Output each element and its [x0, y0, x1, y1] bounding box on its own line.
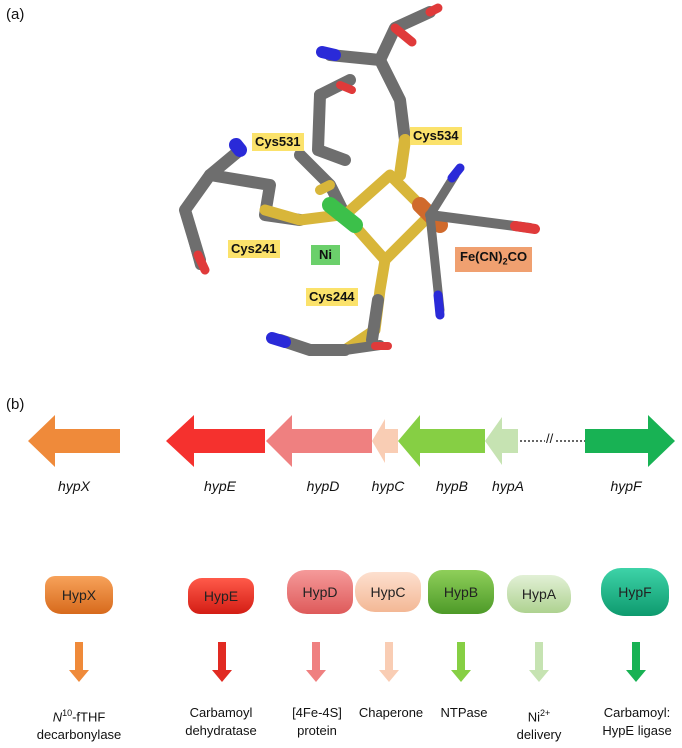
cys244-backbone	[366, 294, 384, 346]
arrow-hype	[212, 642, 232, 682]
function-arrows	[69, 642, 646, 682]
function-hypa-sup: 2+	[540, 708, 551, 718]
gene-label-hypd: hypD	[306, 478, 340, 494]
function-hypd-line1: [4Fe-4S]	[292, 705, 342, 720]
function-hypb-line1: NTPase	[440, 705, 488, 720]
arrow-hypx	[69, 642, 89, 682]
protein-hype: HypE	[188, 578, 254, 614]
panel-a: (a)	[6, 3, 540, 356]
protein-hypc: HypC	[355, 572, 421, 612]
hypb-gene-arrow	[398, 415, 485, 467]
arrow-hypd	[306, 642, 326, 682]
fe-label-sub: 2	[502, 256, 508, 267]
function-hypa-line2: delivery	[516, 727, 562, 743]
function-hypf-line2: HypE ligase	[602, 723, 672, 738]
gene-label-hypb: hypB	[436, 478, 468, 494]
function-hypx-suffix: -fTHF	[72, 709, 106, 725]
arrow-hypa	[529, 642, 549, 682]
gene-label-hypa: hypA	[492, 478, 524, 494]
protein-hypb: HypB	[428, 570, 494, 614]
gene-label-hypx: hypX	[58, 478, 90, 494]
genome-break-mark: //	[545, 431, 555, 446]
hypx-gene-arrow	[28, 415, 120, 467]
protein-hypc-label: HypC	[370, 584, 406, 600]
cys241-label: Cys241	[228, 240, 280, 258]
function-hypx-n: N	[52, 709, 63, 725]
hypd-gene-arrow	[266, 415, 372, 467]
function-hypx: N10-fTHF decarbonylase	[24, 704, 134, 744]
gene-label-hypf: hypF	[610, 478, 642, 494]
protein-hypx: HypX	[45, 576, 113, 614]
hypf-gene-arrow	[585, 415, 675, 467]
cys531-label: Cys531	[252, 133, 304, 151]
fe-label-prefix: Fe(CN)	[460, 249, 503, 264]
protein-hypx-label: HypX	[61, 587, 97, 603]
function-hypa: Ni2+ delivery	[484, 704, 594, 744]
function-hypf-line1: Carbamoyl:	[603, 705, 671, 720]
ni-fe-active-site-structure	[179, 3, 540, 356]
protein-hypd: HypD	[287, 570, 353, 614]
cys531-backbone	[312, 89, 351, 166]
ni-label: Ni	[311, 245, 340, 265]
protein-hypf-label: HypF	[618, 584, 652, 600]
function-hype: Carbamoyl dehydratase	[166, 704, 276, 740]
cys534-label: Cys534	[410, 127, 462, 145]
function-hypx-sup: 10	[62, 708, 73, 718]
function-hypd-line2: protein	[297, 723, 337, 738]
protein-hypd-label: HypD	[302, 584, 338, 600]
arrow-hypc	[379, 642, 399, 682]
protein-hype-label: HypE	[203, 588, 239, 604]
arrow-hypb	[451, 642, 471, 682]
fe-cn-co-label: Fe(CN)2CO	[455, 247, 533, 272]
panel-b-label: (b)	[6, 396, 25, 413]
protein-hypa: HypA	[507, 575, 571, 613]
protein-hypa-label: HypA	[521, 586, 557, 602]
function-hypc-line1: Chaperone	[358, 705, 424, 720]
function-hype-line1: Carbamoyl	[189, 705, 253, 720]
ni-atom	[322, 197, 363, 233]
function-hype-line2: dehydratase	[185, 723, 257, 738]
protein-hypf: HypF	[601, 568, 669, 616]
gene-label-hypc: hypC	[371, 478, 405, 494]
hypc-gene-arrow	[372, 419, 398, 463]
function-hypb: NTPase	[409, 704, 519, 722]
fe-label-suffix: CO	[507, 249, 528, 264]
cys244-label: Cys244	[306, 288, 358, 306]
function-hypd: [4Fe-4S] protein	[262, 704, 372, 740]
function-hypf: Carbamoyl: HypE ligase	[582, 704, 682, 740]
gene-label-hype: hypE	[204, 478, 236, 494]
function-hypc: Chaperone	[336, 704, 446, 722]
panel-b: (b) // hypX hypE hypD hypC hypB hypA hyp…	[0, 390, 682, 748]
protein-hypb-label: HypB	[443, 584, 479, 600]
panel-a-label: (a)	[6, 6, 25, 23]
function-hypx-line2: decarbonylase	[36, 727, 122, 743]
hype-gene-arrow	[166, 415, 265, 467]
arrow-hypf	[626, 642, 646, 682]
cys534-backbone	[324, 49, 411, 146]
function-hypa-ni: Ni	[527, 709, 540, 725]
hypa-gene-arrow	[485, 417, 518, 465]
